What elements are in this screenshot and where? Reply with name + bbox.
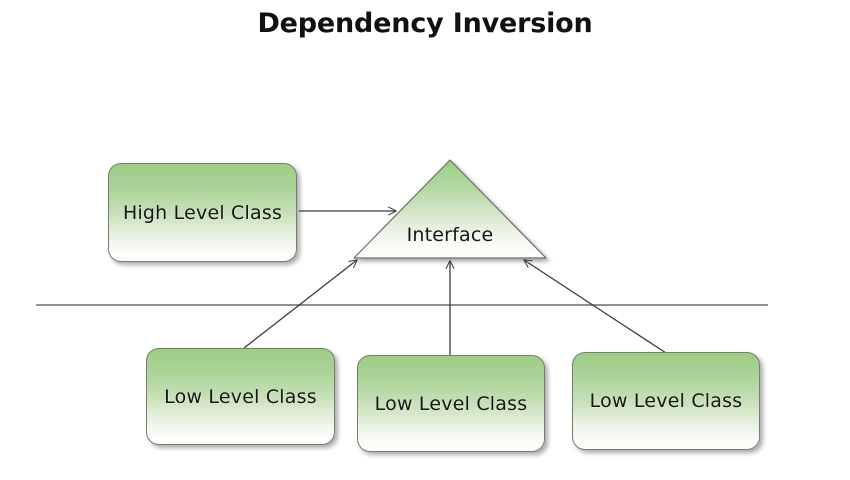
connector-low-level-3-to-interface: [524, 260, 667, 354]
class-box-low-level-1-label: Low Level Class: [164, 385, 317, 408]
page-title: Dependency Inversion: [257, 8, 593, 39]
class-box-low-level-2-label: Low Level Class: [374, 392, 528, 415]
class-box-low-level-2[interactable]: Low Level Class: [357, 355, 545, 452]
class-box-high-level-label: High Level Class: [122, 201, 283, 224]
connector-low-level-1-to-interface: [243, 260, 357, 349]
class-box-low-level-3-label: Low Level Class: [589, 390, 743, 412]
class-box-low-level-1[interactable]: Low Level Class: [146, 348, 335, 445]
class-box-high-level[interactable]: High Level Class: [108, 163, 297, 262]
class-box-low-level-3[interactable]: Low Level Class: [572, 352, 760, 450]
interface-label: Interface: [406, 224, 494, 246]
